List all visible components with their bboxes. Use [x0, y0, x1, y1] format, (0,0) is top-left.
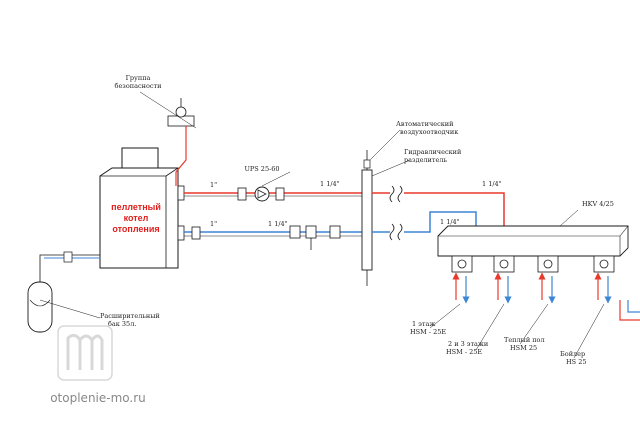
safety-group-label-1: Группа — [126, 74, 151, 82]
air-vent-label-1: Автоматический — [396, 120, 453, 128]
manifold-lines: 1 1/4" 1 1/4" — [372, 180, 505, 233]
break-marks — [389, 185, 403, 241]
hydro-sep-label-2: разделитель — [404, 156, 447, 164]
circuit1-label-1: 1 этаж — [412, 320, 435, 328]
safety-group: Группа безопасности — [115, 74, 197, 186]
pipe-1-bot-label: 1" — [210, 220, 217, 228]
boiler-label-3: отопления — [112, 224, 159, 234]
circuit1-label-2: HSM - 25E — [410, 328, 446, 336]
safety-group-label-2: безопасности — [115, 82, 162, 90]
pipe-114-right-top-label: 1 1/4" — [482, 180, 502, 188]
circuit3-label-1: Теплый пол — [504, 336, 545, 344]
pipe-114-right-bot-label: 1 1/4" — [440, 218, 460, 226]
circuit2-label-2: HSM - 25E — [446, 348, 482, 356]
watermark-text: otoplenie-mo.ru — [50, 391, 146, 405]
pipe-114-top-label: 1 1/4" — [320, 180, 340, 188]
expansion-label-1: Расширительный — [100, 312, 160, 320]
air-vent-label-2: воздухоотводчик — [400, 128, 458, 136]
pipe-1-top-label: 1" — [210, 181, 217, 189]
manifold-label: HKV 4/25 — [582, 200, 614, 208]
supply-line: UPS 25-60 1" 1 1/4" — [184, 165, 362, 202]
hydro-sep-label-1: Гидравлический — [404, 148, 461, 156]
expansion-label-2: бак 35л. — [108, 320, 136, 328]
circuit3-label-2: HSM 25 — [510, 344, 537, 352]
circuit4-label-1: Бойлер — [560, 350, 585, 358]
boiler-label-1: пеллетный — [111, 202, 161, 212]
manifold: HKV 4/25 — [437, 200, 629, 257]
pump-label: UPS 25-60 — [244, 165, 279, 173]
pump-groups — [451, 255, 615, 273]
hydraulic-separator: Автоматический воздухоотводчик Гидравлич… — [361, 120, 461, 286]
boiler-label-2: котел — [124, 213, 149, 223]
circuit-labels: 1 этаж HSM - 25E 2 и 3 этажи HSM - 25E Т… — [410, 303, 605, 366]
pipe-114-bot-label: 1 1/4" — [268, 220, 288, 228]
expansion-tank: Расширительный бак 35л. — [27, 251, 160, 333]
circuit2-label-1: 2 и 3 этажи — [448, 340, 488, 348]
pump — [254, 186, 270, 202]
boiler: пеллетный котел отопления — [99, 147, 185, 269]
watermark-logo — [57, 325, 113, 381]
circuit-arrows — [452, 272, 640, 321]
circuit4-label-2: HS 25 — [566, 358, 586, 366]
return-line: 1" 1 1/4" — [184, 220, 362, 250]
